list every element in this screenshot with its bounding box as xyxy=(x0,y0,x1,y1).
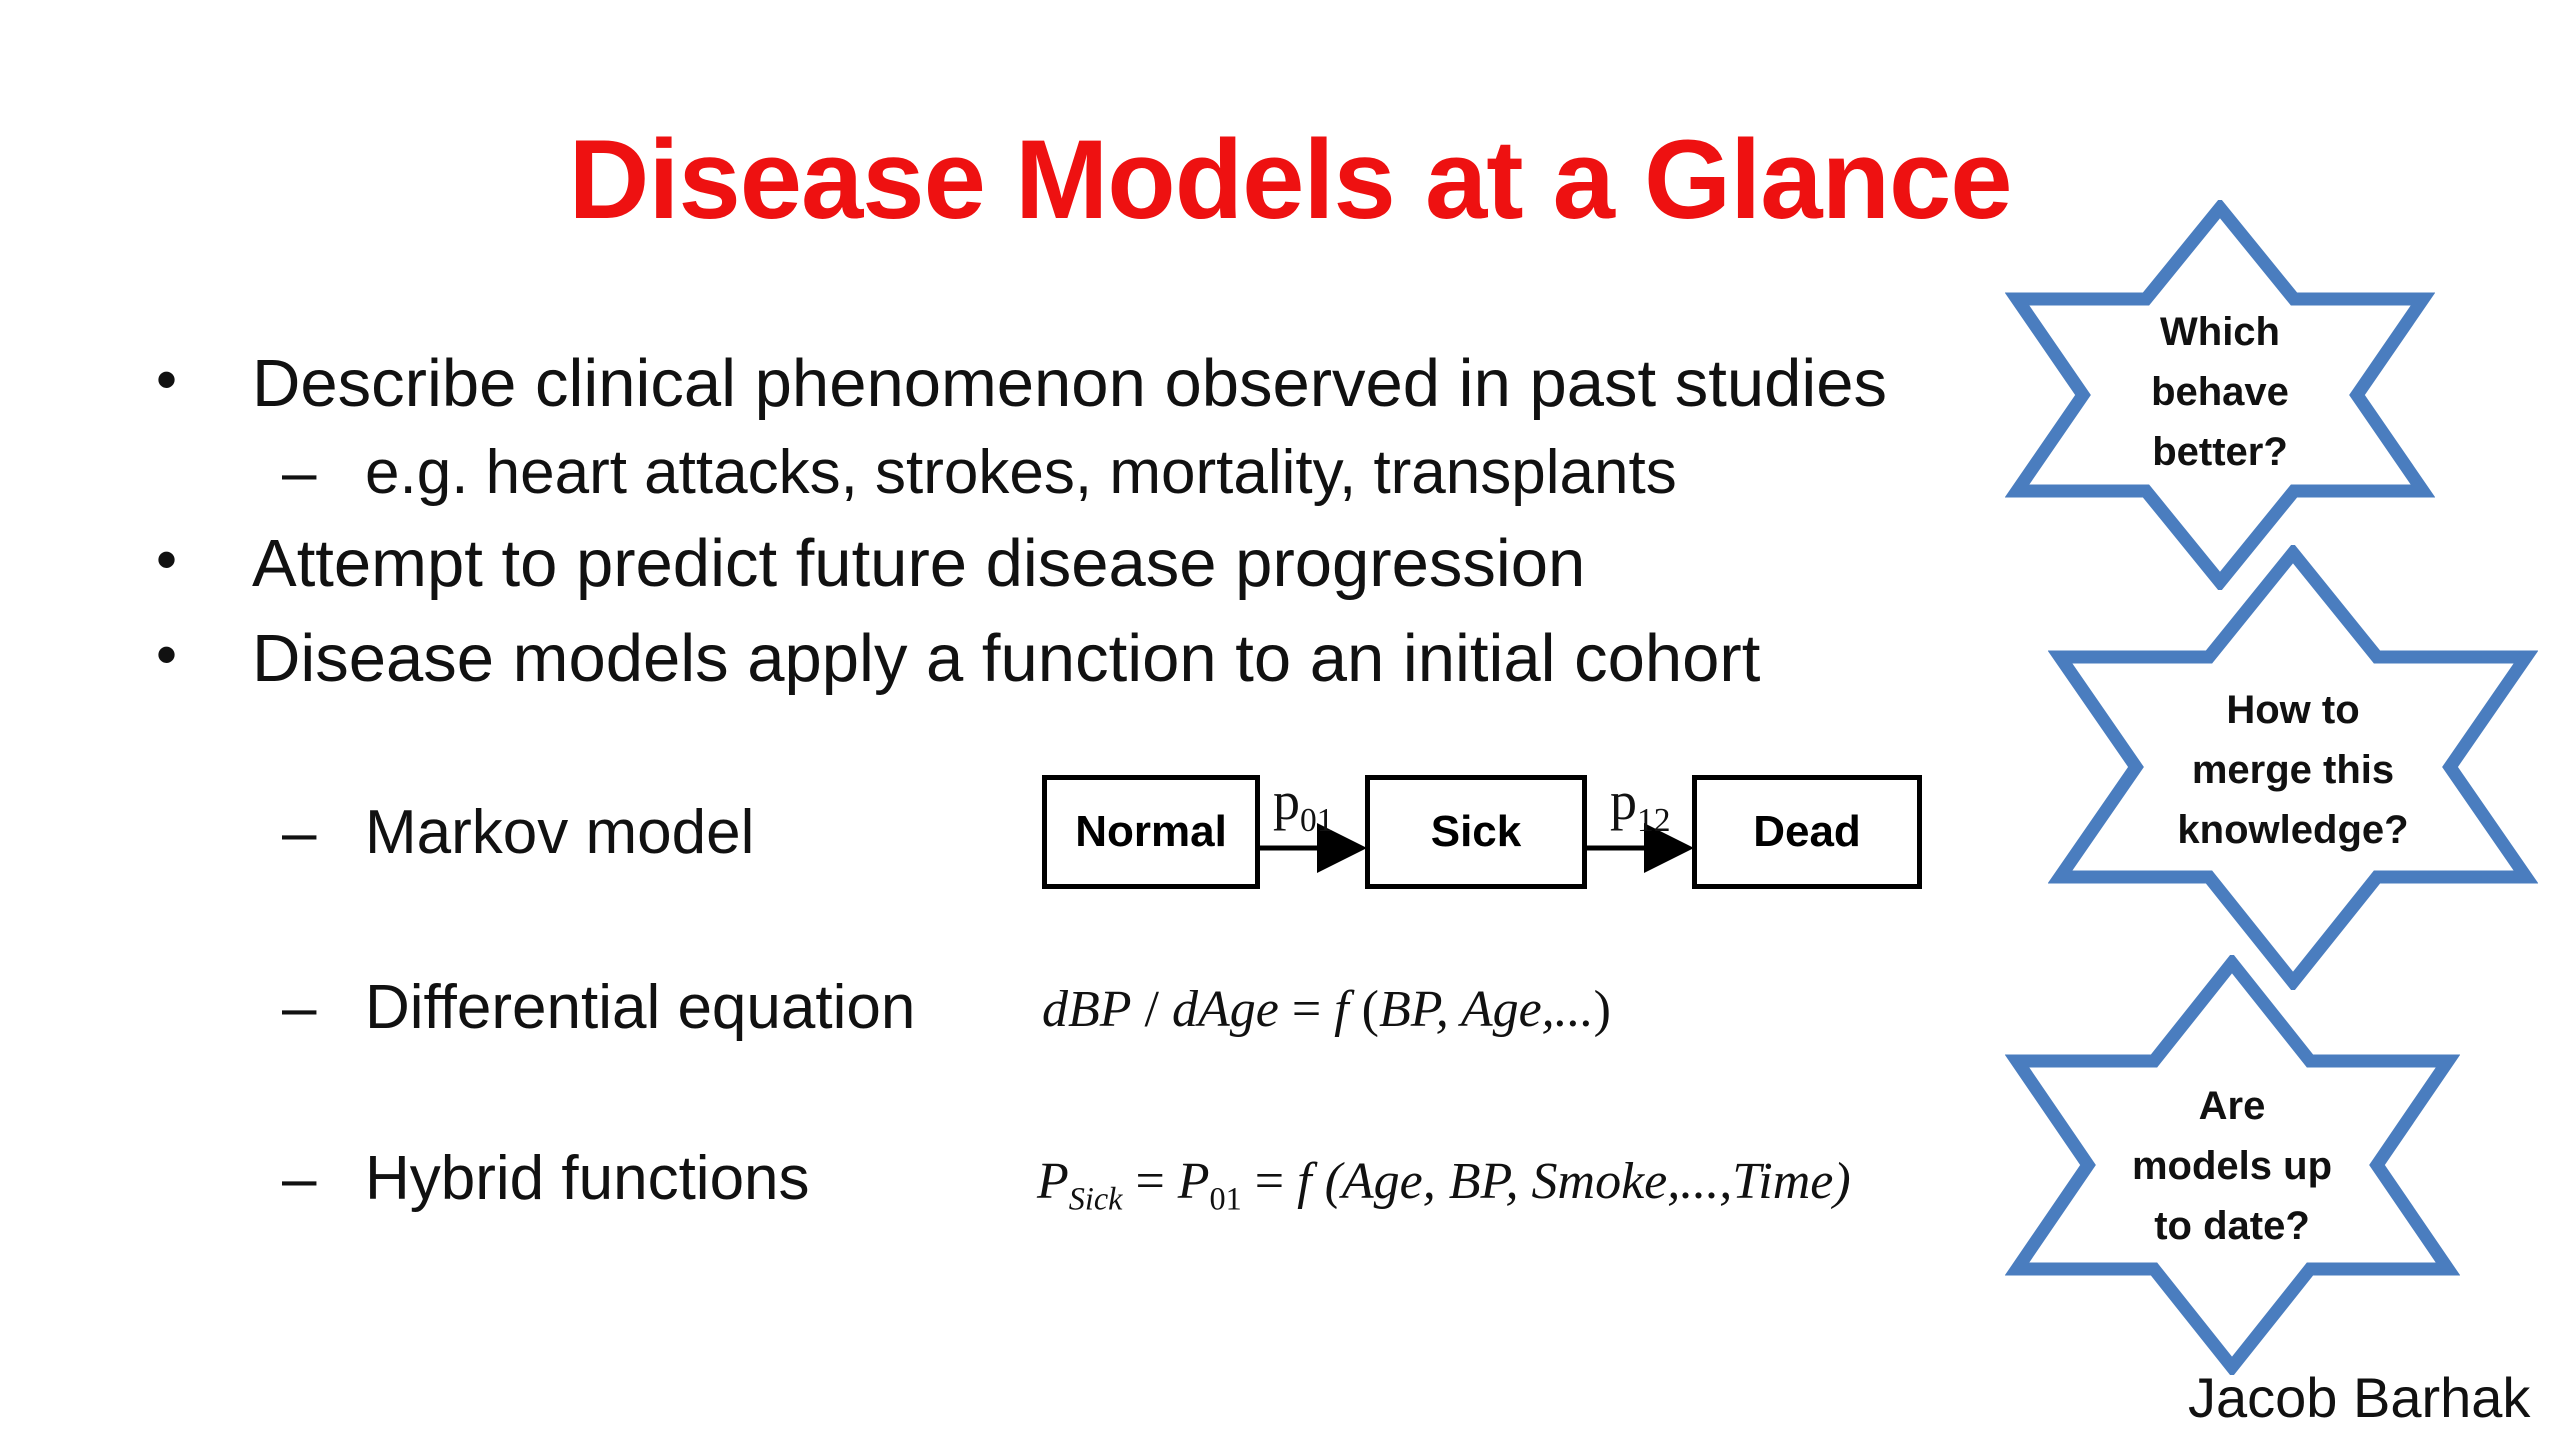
subbullet-markov: – Markov model xyxy=(282,802,754,864)
star-outline-3 xyxy=(2005,955,2460,1375)
star-shape-2 xyxy=(2048,545,2538,990)
subbullet-examples-text: e.g. heart attacks, strokes, mortality, … xyxy=(365,438,1677,507)
star-text-2: How to merge this knowledge? xyxy=(2177,688,2409,852)
star-shape-3 xyxy=(2005,955,2460,1375)
bullet-1: • Describe clinical phenomenon observed … xyxy=(156,350,1887,418)
state-sick: Sick xyxy=(1365,775,1587,889)
bullet-3-text: Disease models apply a function to an in… xyxy=(252,621,1761,696)
bullet-dot: • xyxy=(156,526,178,593)
bullet-dot: • xyxy=(156,346,178,413)
bullet-2: • Attempt to predict future disease prog… xyxy=(156,530,1585,598)
dash-mark: – xyxy=(282,798,317,867)
subbullet-examples: – e.g. heart attacks, strokes, mortality… xyxy=(282,442,1677,504)
dash-mark: – xyxy=(282,973,317,1042)
differential-equation: dBP / dAge = f (BP, Age,...) xyxy=(1042,981,1611,1038)
subbullet-differential-text: Differential equation xyxy=(365,973,916,1042)
star-shape-1 xyxy=(2005,200,2435,590)
dash-mark: – xyxy=(282,438,317,507)
star-outline-1 xyxy=(2005,200,2435,590)
subbullet-markov-text: Markov model xyxy=(365,798,755,867)
slide-title: Disease Models at a Glance xyxy=(568,117,2012,242)
state-normal: Normal xyxy=(1042,775,1260,889)
bullet-1-text: Describe clinical phenomenon observed in… xyxy=(252,346,1887,421)
subbullet-hybrid: – Hybrid functions xyxy=(282,1148,810,1210)
transition-p12: p12 xyxy=(1610,771,1671,839)
bullet-dot: • xyxy=(156,621,178,688)
subbullet-hybrid-text: Hybrid functions xyxy=(365,1144,810,1213)
star-text-1: Which behave better? xyxy=(2151,310,2289,474)
bullet-3: • Disease models apply a function to an … xyxy=(156,625,1760,693)
hybrid-equation: PSick = P01 = f (Age, BP, Smoke,...,Time… xyxy=(1037,1153,1851,1217)
subbullet-differential: – Differential equation xyxy=(282,977,915,1039)
bullet-2-text: Attempt to predict future disease progre… xyxy=(252,526,1586,601)
state-dead: Dead xyxy=(1692,775,1922,889)
dash-mark: – xyxy=(282,1144,317,1213)
star-outline-2 xyxy=(2048,545,2538,990)
star-text-3: Are models up to date? xyxy=(2131,1084,2333,1248)
author-name: Jacob Barhak xyxy=(2188,1366,2531,1429)
transition-p01: p01 xyxy=(1273,771,1334,839)
